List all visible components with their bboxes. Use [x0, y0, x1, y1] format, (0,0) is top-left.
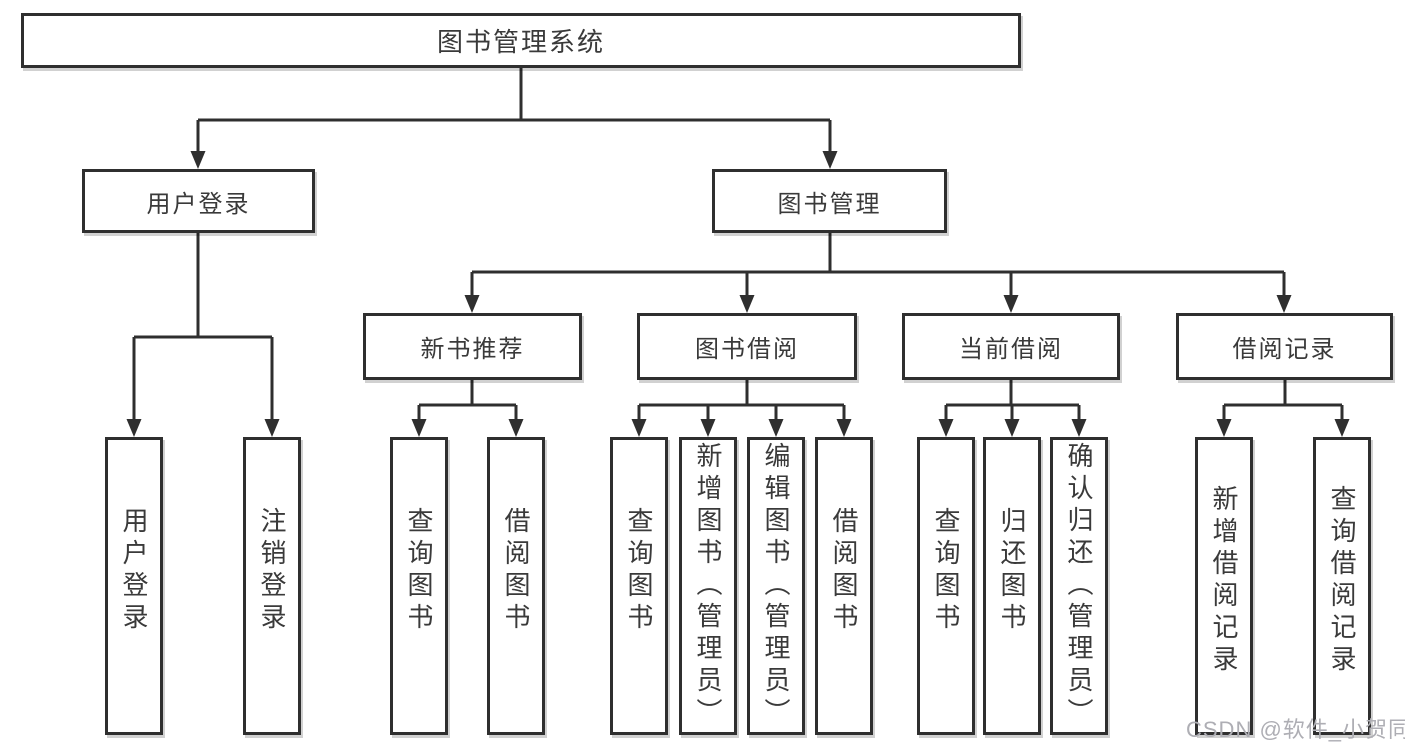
- leaf-borrowing-add-books-admin: 新增图书（管理员）: [679, 437, 737, 735]
- node-new-book-recommend: 新书推荐: [363, 313, 582, 380]
- arrowhead-icon: [822, 151, 838, 169]
- leaf-label: 归还图书: [997, 507, 1027, 635]
- leaf-label: 借阅图书: [829, 507, 859, 635]
- leaf-label: 用户登录: [119, 507, 149, 635]
- leaf-label: 注销登录: [257, 507, 287, 635]
- node-library-system: 图书管理系统: [21, 13, 1021, 68]
- connector-bookmgmt-to-level3: [470, 233, 1286, 297]
- leaf-current-query-books: 查询图书: [917, 437, 975, 735]
- arrowhead-icon: [1003, 295, 1019, 313]
- connector-borrowing-to-leaves: [637, 380, 846, 421]
- arrowhead-icon: [1004, 419, 1020, 437]
- leaf-recommend-query-books: 查询图书: [390, 437, 448, 735]
- leaf-borrowing-query-books: 查询图书: [610, 437, 668, 735]
- leaf-current-return-books: 归还图书: [983, 437, 1041, 735]
- node-user-login: 用户登录: [82, 169, 315, 233]
- arrowhead-icon: [126, 419, 142, 437]
- arrowhead-icon: [1071, 419, 1087, 437]
- leaf-label: 编辑图书（管理员）: [761, 442, 791, 730]
- connector-records-to-leaves: [1222, 380, 1344, 421]
- leaf-borrowing-edit-books-admin: 编辑图书（管理员）: [747, 437, 805, 735]
- arrowhead-icon: [739, 295, 755, 313]
- connector-userlogin-to-leaves: [132, 233, 274, 421]
- arrowhead-icon: [1216, 419, 1232, 437]
- leaf-label: 查询图书: [404, 507, 434, 635]
- leaf-records-query-record: 查询借阅记录: [1313, 437, 1371, 735]
- arrowhead-icon: [190, 151, 206, 169]
- leaf-recommend-borrow-books: 借阅图书: [487, 437, 545, 735]
- connector-current-to-leaves: [944, 380, 1081, 421]
- arrowhead-icon: [264, 419, 280, 437]
- leaf-records-add-record: 新增借阅记录: [1195, 437, 1253, 735]
- leaf-label: 查询图书: [931, 507, 961, 635]
- arrowhead-icon: [836, 419, 852, 437]
- arrowhead-icon: [1276, 295, 1292, 313]
- leaf-label: 新增借阅记录: [1209, 485, 1239, 677]
- node-book-borrowing: 图书借阅: [637, 313, 857, 380]
- leaf-current-confirm-return-admin: 确认归还（管理员）: [1050, 437, 1108, 735]
- arrowheads: [126, 151, 1350, 437]
- connector-root-to-level2: [196, 68, 832, 153]
- arrowhead-icon: [464, 295, 480, 313]
- arrowhead-icon: [938, 419, 954, 437]
- leaf-user-login: 用户登录: [105, 437, 163, 735]
- leaf-borrowing-borrow-books: 借阅图书: [815, 437, 873, 735]
- arrowhead-icon: [700, 419, 716, 437]
- connector-recommend-to-leaves: [417, 380, 518, 421]
- arrowhead-icon: [1334, 419, 1350, 437]
- node-borrowing-records: 借阅记录: [1176, 313, 1393, 380]
- arrowhead-icon: [768, 419, 784, 437]
- leaf-label: 新增图书（管理员）: [693, 442, 723, 730]
- leaf-label: 借阅图书: [501, 507, 531, 635]
- node-current-borrowing: 当前借阅: [902, 313, 1120, 380]
- leaf-label: 确认归还（管理员）: [1064, 442, 1094, 730]
- csdn-watermark: CSDN @软件_小贺同学: [1186, 717, 1405, 742]
- arrowhead-icon: [631, 419, 647, 437]
- arrowhead-icon: [411, 419, 427, 437]
- arrowhead-icon: [508, 419, 524, 437]
- leaf-label: 查询借阅记录: [1327, 485, 1357, 677]
- node-book-management: 图书管理: [712, 169, 947, 233]
- leaf-logout-login: 注销登录: [243, 437, 301, 735]
- leaf-label: 查询图书: [624, 507, 654, 635]
